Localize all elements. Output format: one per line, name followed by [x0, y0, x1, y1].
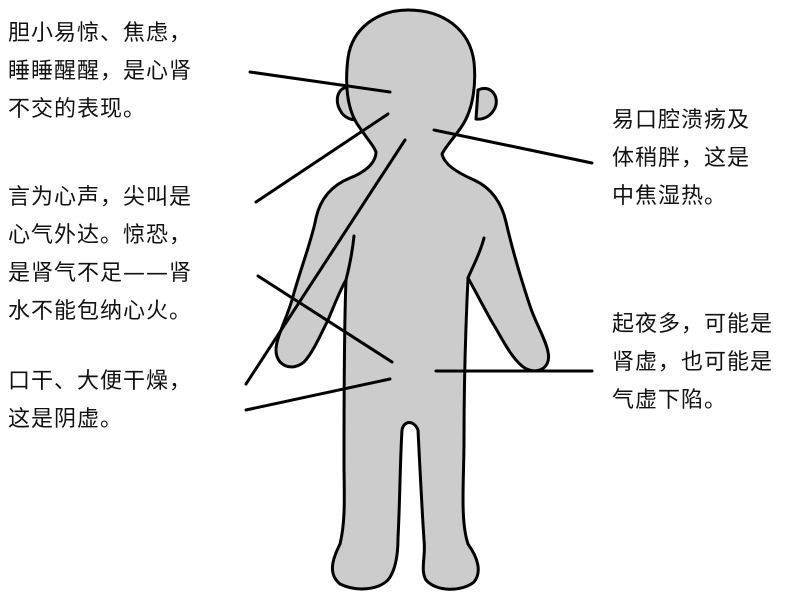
- annotation-damp-heat: 易口腔溃疡及 体稍胖，这是 中焦湿热。: [612, 102, 750, 216]
- leader-head-to-face: [248, 70, 392, 94]
- annotation-line: 口干、大便干燥，: [8, 369, 193, 394]
- leader-kidney-cross: [256, 274, 394, 364]
- annotation-line: 起夜多，可能是: [612, 312, 774, 337]
- annotation-yin-deficiency: 口干、大便干燥， 这是阴虚。: [8, 363, 192, 439]
- annotation-voice-fear: 言为心声，尖叫是 心气外达。惊恐， 是肾气不足——肾 水不能包纳心火。: [8, 179, 192, 331]
- annotation-line: 睡睡醒醒，是心肾: [8, 59, 193, 84]
- annotation-line: 气虚下陷。: [612, 388, 728, 413]
- annotation-line: 胆小易惊、焦虑，: [8, 21, 193, 46]
- leader-mouth-to-chin: [432, 128, 594, 165]
- annotation-line: 体稍胖，这是: [612, 146, 751, 171]
- leader-dryness-to-abdomen: [244, 377, 392, 412]
- leader-voice-to-mouth: [254, 112, 390, 204]
- annotation-line: 不交的表现。: [8, 97, 147, 122]
- annotation-line: 水不能包纳心火。: [8, 299, 193, 324]
- annotation-line: 易口腔溃疡及: [612, 108, 751, 133]
- left-arm-inner-line: [344, 234, 356, 282]
- annotation-line: 肾虚，也可能是: [612, 350, 774, 375]
- child-silhouette: [274, 8, 551, 591]
- annotation-night-urination: 起夜多，可能是 肾虚，也可能是 气虚下陷。: [612, 306, 773, 420]
- annotation-heart-kidney: 胆小易惊、焦虑， 睡睡醒醒，是心肾 不交的表现。: [8, 15, 192, 129]
- right-arm-inner-line: [466, 236, 486, 280]
- annotation-line: 言为心声，尖叫是: [8, 185, 193, 210]
- leader-lines: [244, 70, 594, 412]
- body-outline: [274, 8, 551, 591]
- annotation-line: 心气外达。惊恐，: [8, 223, 193, 248]
- leader-dryness-to-throat: [244, 138, 407, 386]
- arm-separation-lines: [344, 234, 486, 282]
- annotation-line: 是肾气不足——肾: [8, 261, 193, 286]
- annotation-line: 中焦湿热。: [612, 184, 728, 209]
- right-ear: [474, 87, 498, 121]
- annotation-line: 这是阴虚。: [8, 407, 124, 432]
